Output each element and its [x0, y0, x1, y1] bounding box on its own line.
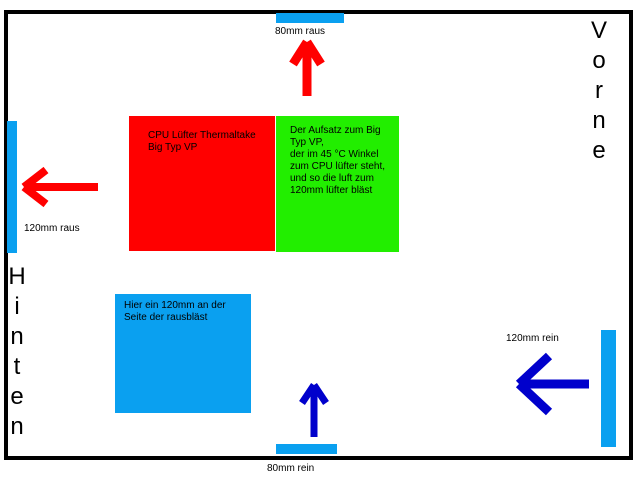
side-fan-text: Hier ein 120mm an der Seite der rausbläs…	[124, 300, 226, 323]
cpu-fan-box: CPU Lüfter Thermaltake Big Typ VP	[129, 116, 275, 251]
side-fan-box: Hier ein 120mm an der Seite der rausbläs…	[115, 294, 251, 413]
left-fan-120mm	[7, 121, 17, 253]
back-letter: i	[14, 293, 20, 320]
exhaust-arrow-left	[21, 166, 98, 208]
cpu-fan-text: CPU Lüfter Thermaltake Big Typ VP	[148, 130, 256, 153]
bottom-fan-80mm	[276, 444, 337, 454]
front-letter: n	[592, 107, 606, 134]
intake-arrow-up	[299, 383, 329, 437]
left-fan-label: 120mm raus	[24, 223, 80, 234]
right-fan-120mm	[601, 330, 616, 447]
bottom-fan-label: 80mm rein	[267, 463, 315, 474]
exhaust-arrow-up	[289, 39, 325, 96]
front-label: V o r n e	[588, 16, 610, 166]
top-fan-80mm	[276, 13, 344, 23]
front-letter: V	[590, 17, 607, 44]
back-letter: n	[10, 413, 24, 440]
case-outline	[4, 10, 633, 460]
adapter-box: Der Aufsatz zum Big Typ VP, der im 45 °C…	[276, 116, 399, 252]
front-letter: e	[592, 137, 606, 164]
back-letter: n	[10, 323, 24, 350]
back-letter: H	[8, 263, 26, 290]
adapter-text: Der Aufsatz zum Big Typ VP, der im 45 °C…	[290, 125, 386, 196]
back-label: H i n t e n	[7, 262, 27, 442]
front-letter: o	[592, 47, 606, 74]
front-letter: r	[595, 77, 603, 104]
right-fan-label: 120mm rein	[506, 333, 559, 344]
top-fan-label: 80mm raus	[275, 26, 326, 37]
back-letter: t	[13, 353, 21, 380]
back-letter: e	[10, 383, 24, 410]
intake-arrow-left	[515, 352, 589, 416]
